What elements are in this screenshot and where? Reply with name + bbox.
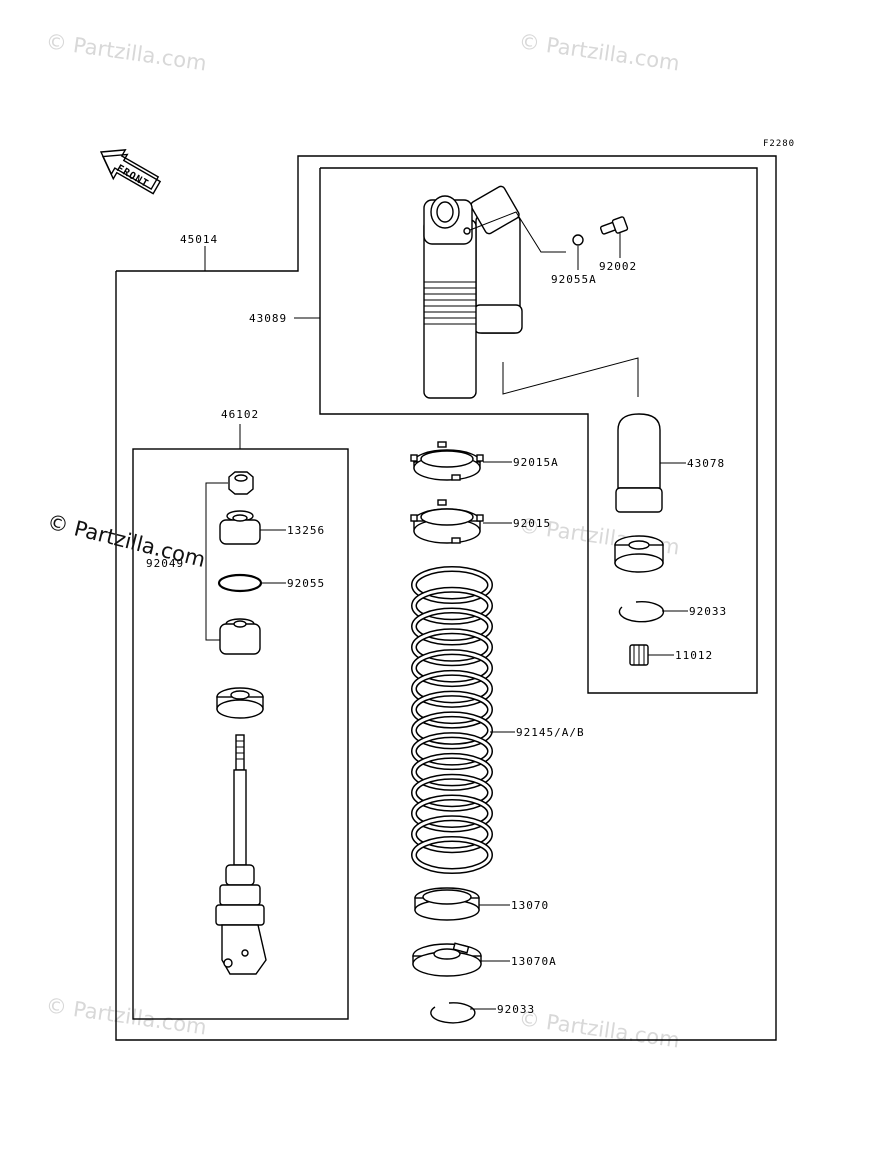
circlip-92033-bottom [430, 1002, 476, 1024]
bladder-43078 [615, 413, 663, 513]
part-label-13256: 13256 [287, 524, 325, 537]
bolt-92002 [599, 216, 629, 235]
part-label-45014: 45014 [180, 233, 218, 246]
part-label-92002: 92002 [599, 260, 637, 273]
spring-seat-13070 [414, 887, 480, 921]
spring-coil-highlight [412, 712, 492, 748]
watermark: © Partzilla.com [517, 1006, 681, 1052]
part-label-92145: 92145/A/B [516, 726, 585, 739]
spring-coil-highlight [412, 629, 492, 665]
assembly-outline-43089 [319, 167, 758, 694]
lock-ring-92015 [410, 499, 484, 544]
part-label-11012: 11012 [675, 649, 713, 662]
part-label-43078: 43078 [687, 457, 725, 470]
circlip-92033-top [618, 601, 665, 623]
part-label-92049: 92049 [146, 557, 184, 570]
reservoir-cap [614, 535, 664, 573]
spring-coil-highlight [412, 692, 492, 728]
o-ring-92055A [572, 234, 584, 246]
watermark: © Partzilla.com [517, 29, 681, 75]
spring-coil-highlight [412, 775, 492, 811]
watermark: © Partzilla.com [44, 993, 208, 1039]
spring-coil-highlight [412, 754, 492, 790]
spring-coil-highlight [412, 795, 492, 831]
spring-92145 [411, 566, 493, 874]
shock-body [423, 185, 523, 399]
seal-head [216, 687, 264, 719]
part-label-46102: 46102 [221, 408, 259, 421]
watermark-prominent: © Partzilla.com [45, 510, 208, 572]
spring-coil-highlight [412, 609, 492, 645]
spring-seat-13070A [412, 942, 482, 977]
assembly-outline-45014 [115, 155, 777, 1041]
spring-coil-highlight [412, 837, 492, 873]
part-label-92033-top: 92033 [689, 605, 727, 618]
figure-code: F2280 [763, 139, 795, 149]
piston-rod [215, 734, 267, 975]
spring-coil-highlight [412, 650, 492, 686]
part-label-92055: 92055 [287, 577, 325, 590]
spring-coil-highlight [412, 733, 492, 769]
piston-lower [219, 618, 261, 655]
nut [228, 471, 254, 495]
piston-13256 [219, 510, 261, 545]
part-label-92055A: 92055A [551, 273, 597, 286]
part-label-92033-bottom: 92033 [497, 1003, 535, 1016]
spring-coil-highlight [412, 816, 492, 852]
part-label-13070: 13070 [511, 899, 549, 912]
adjuster-ring-92015A [410, 441, 484, 481]
part-label-92015A: 92015A [513, 456, 559, 469]
part-label-13070A: 13070A [511, 955, 557, 968]
part-label-43089: 43089 [249, 312, 287, 325]
bushing-11012 [629, 644, 649, 666]
spring-coil-highlight [412, 671, 492, 707]
front-arrow-icon [99, 149, 162, 195]
o-ring-92055 [217, 573, 263, 593]
watermark: © Partzilla.com [44, 29, 208, 75]
part-label-92015: 92015 [513, 517, 551, 530]
spring-coil-highlight [412, 588, 492, 624]
